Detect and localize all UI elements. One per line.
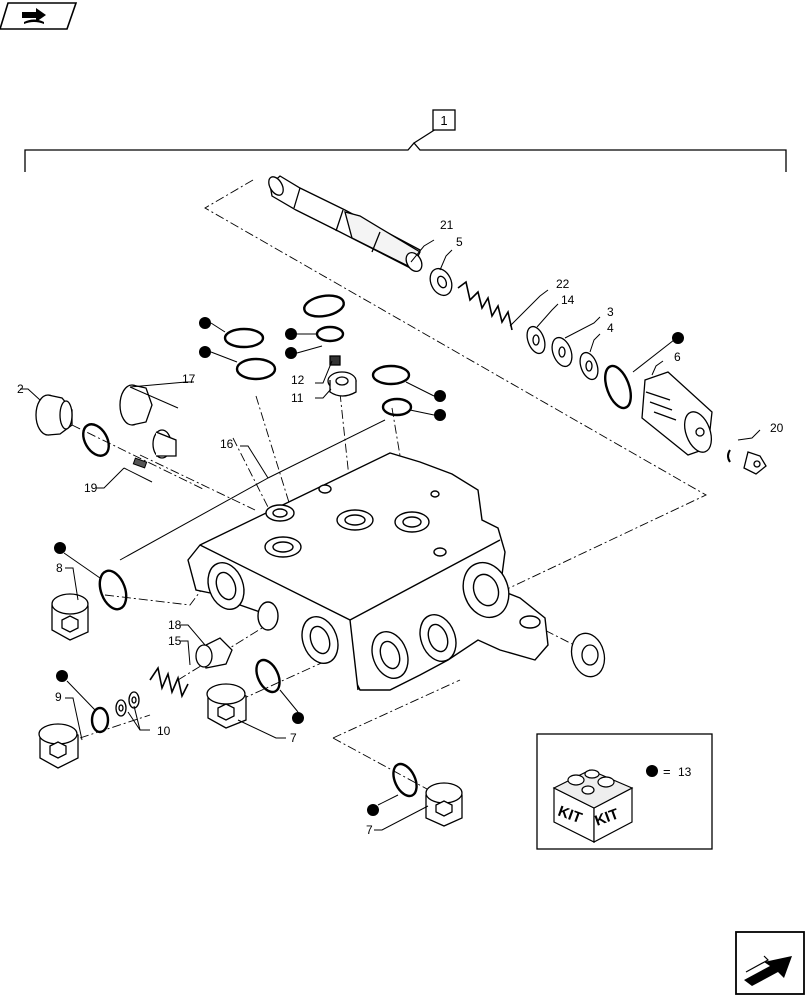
book-arrow-icon[interactable] [0,2,78,30]
plug-right [570,632,606,678]
leader-lines [20,239,761,831]
o-rings-top [223,294,413,417]
plug-7-left [206,683,247,729]
valve-body-16 [187,452,549,691]
kit-box-icon [552,769,634,843]
next-page-arrow-icon[interactable] [735,931,805,995]
plug-8 [51,593,89,641]
o-ring-7-left [255,658,281,694]
plug-9 [38,723,79,769]
spring-15 [149,665,189,699]
callout-3: 3 [607,305,614,319]
callout-21: 21 [440,218,454,232]
callout-7b: 7 [366,823,373,837]
pin-19 [132,457,148,469]
part-20 [727,449,767,475]
kit-markers [54,317,684,816]
callout-1: 1 [440,113,447,128]
washer-5 [429,267,453,297]
cap-6 [641,371,713,456]
kit-legend-equals: = [663,764,671,779]
callout-7a: 7 [290,731,297,745]
callout-14: 14 [561,293,575,307]
plug-7-bottom [425,782,463,827]
callout-labels: 21 5 22 14 3 4 6 20 12 11 2 17 16 19 8 1… [17,218,784,837]
callout-15: 15 [168,634,182,648]
o-ring-8 [98,569,128,611]
cap-2 [35,394,73,436]
o-ring-9 [90,706,110,734]
callout-2: 2 [17,382,24,396]
callout-box-1 [432,109,456,131]
o-ring-6 [604,364,632,410]
callout-20: 20 [770,421,784,435]
assembly-bracket [24,128,787,172]
callout-11: 11 [291,391,304,405]
callout-17: 17 [182,372,196,386]
o-ring-7-bottom [392,762,418,798]
callout-18: 18 [168,618,182,632]
valve-17 [119,384,177,459]
callout-19: 19 [84,481,98,495]
callout-12: 12 [291,373,305,387]
washers-14-3-4 [526,325,599,381]
callout-4: 4 [607,321,614,335]
sleeve-18 [195,637,233,669]
callout-22: 22 [556,277,570,291]
kit-legend: KIT KIT = 13 [536,733,713,850]
callout-10: 10 [157,724,171,738]
o-ring-2 [82,423,110,457]
callout-16: 16 [220,437,234,451]
callout-9: 9 [55,690,62,704]
callout-8: 8 [56,561,63,575]
callout-5: 5 [456,235,463,249]
callout-6: 6 [674,350,681,364]
kit-legend-dot [646,765,658,777]
plug-12-11 [327,355,357,397]
valve-spool [268,175,423,272]
kit-legend-number: 13 [678,765,692,779]
spring-22 [457,280,513,331]
